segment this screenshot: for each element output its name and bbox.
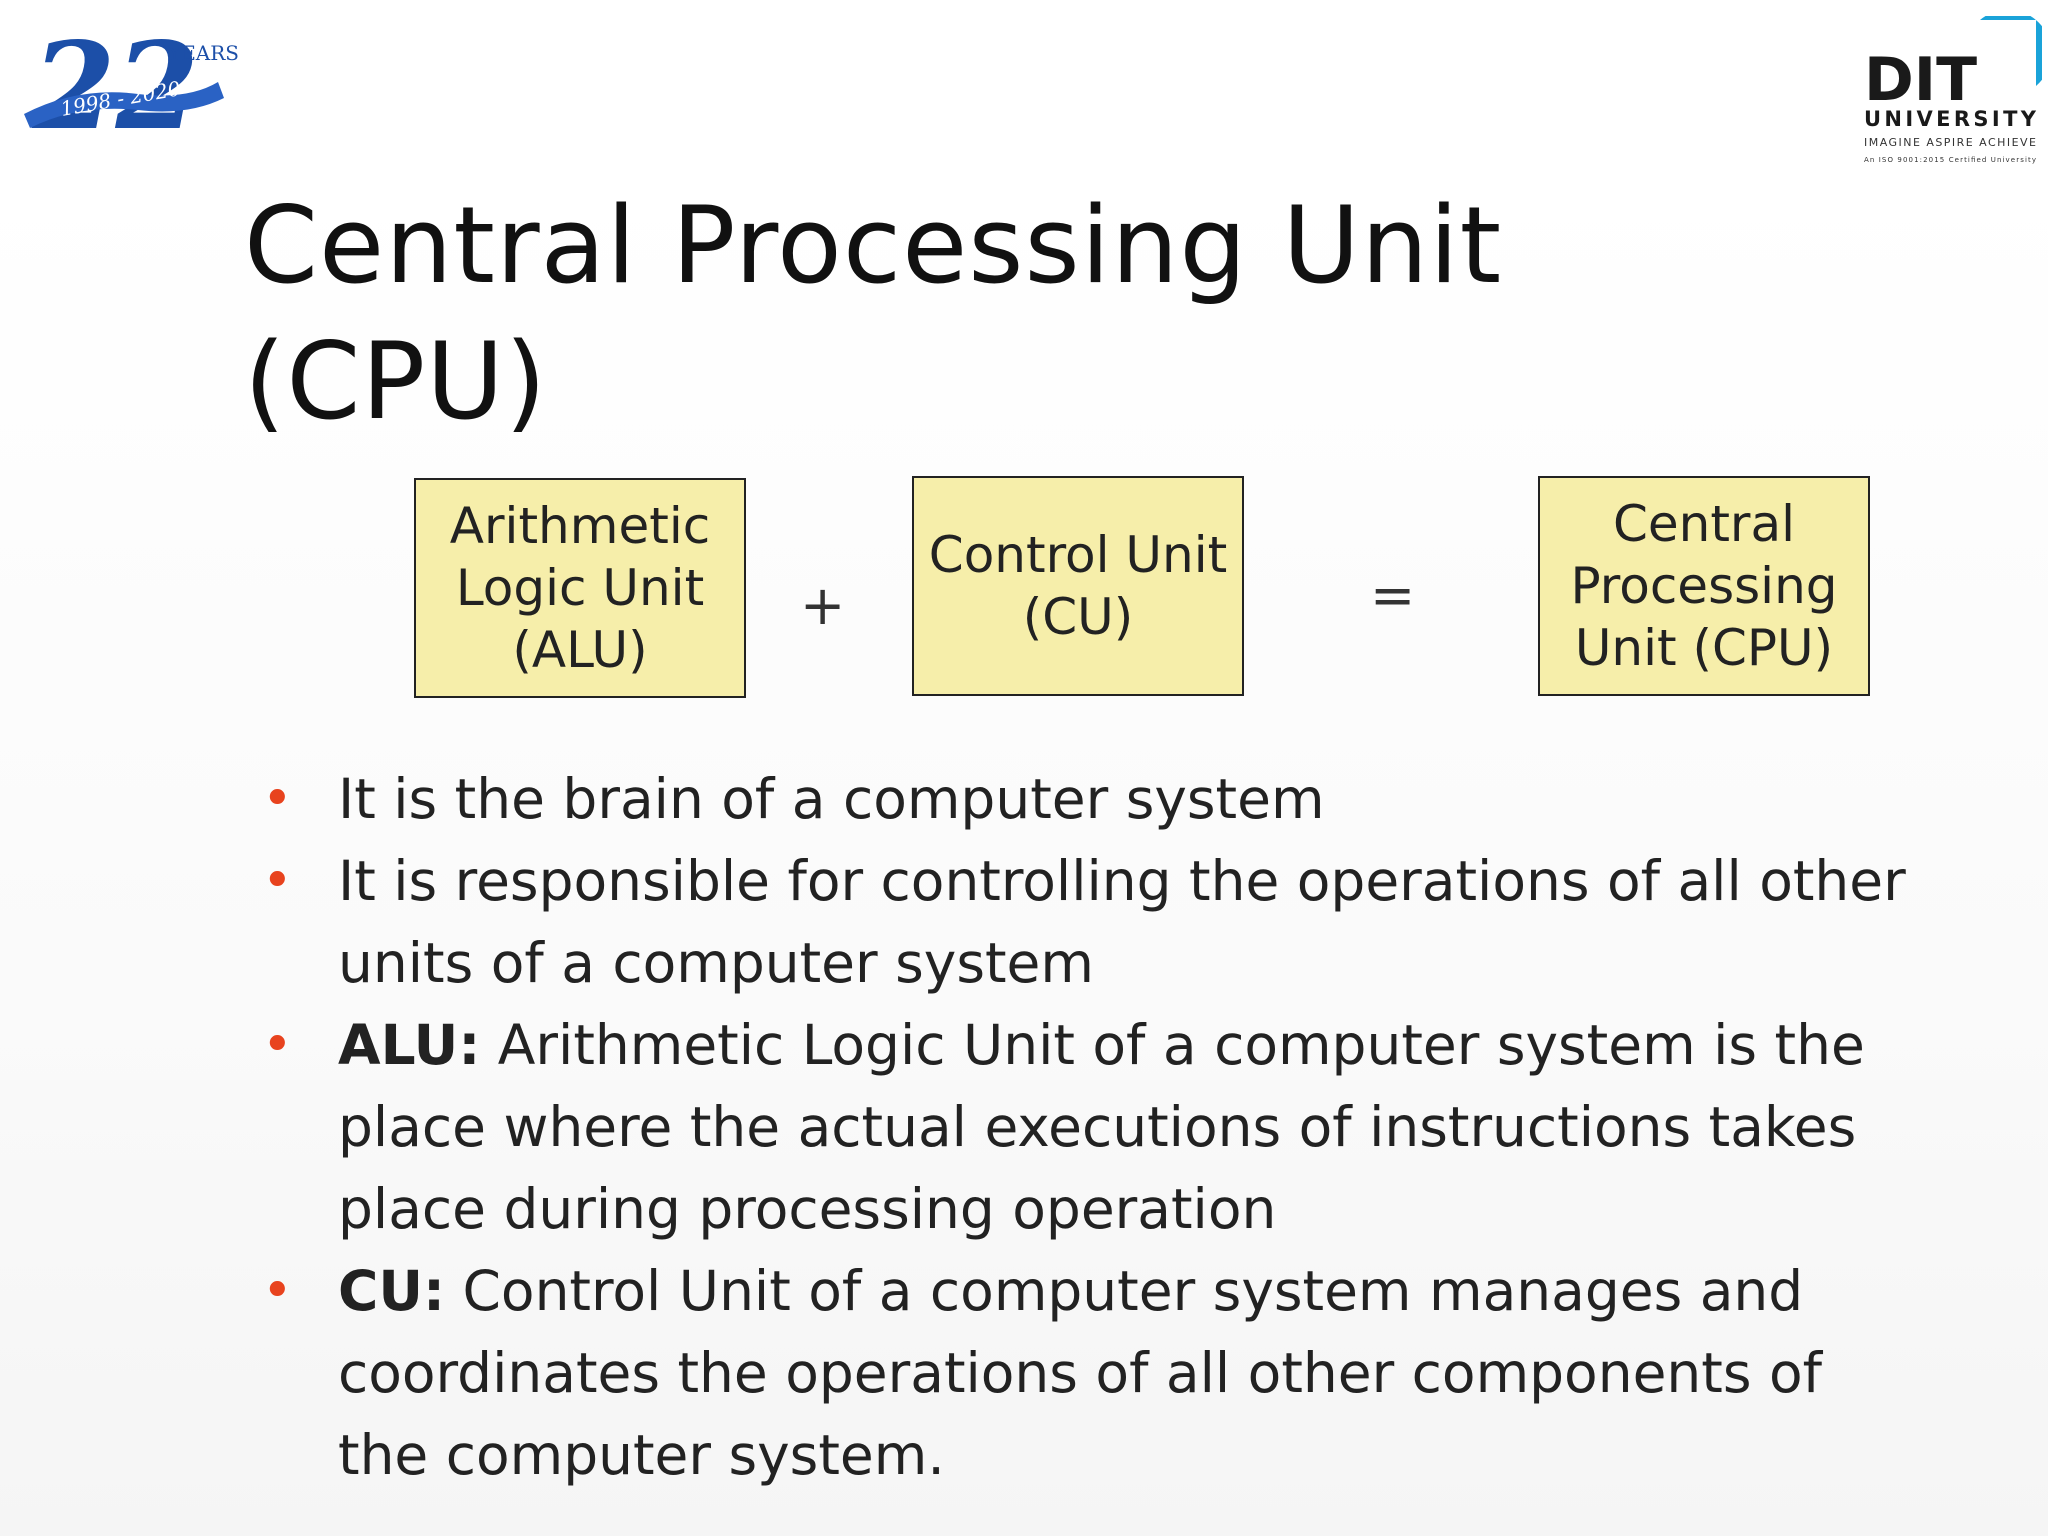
bullet-text: It is the brain of a computer system — [338, 767, 1325, 831]
slide-background — [0, 180, 2048, 1536]
bullet-term: CU: — [338, 1259, 446, 1323]
cu-box: Control Unit (CU) — [912, 476, 1244, 696]
equals-operator: = — [1370, 564, 1416, 627]
page-title: Central Processing Unit (CPU) — [244, 178, 1544, 450]
anniversary-logo-graphic: 22 1998 - 2020 YEARS — [24, 16, 239, 146]
alu-box-label: Arithmetic Logic Unit (ALU) — [449, 497, 711, 679]
cu-box-label: Control Unit (CU) — [928, 526, 1228, 646]
dit-logo-graphic: DIT UNIVERSITY IMAGINE ASPIRE ACHIEVE An… — [1864, 16, 2042, 164]
dit-logo-subtitle: UNIVERSITY — [1864, 107, 2037, 131]
dit-logo-name: DIT — [1864, 45, 1977, 115]
bullet-term: ALU: — [338, 1013, 481, 1077]
list-item: • ALU: Arithmetic Logic Unit of a comput… — [252, 1004, 1912, 1250]
anniversary-logo: 22 1998 - 2020 YEARS — [18, 16, 248, 146]
bullet-dot-icon: • — [262, 851, 293, 911]
plus-operator: + — [800, 574, 846, 637]
list-item: • CU: Control Unit of a computer system … — [252, 1250, 1912, 1496]
cpu-box: Central Processing Unit (CPU) — [1538, 476, 1870, 696]
anniversary-ribbon — [24, 82, 224, 128]
list-item: • It is responsible for controlling the … — [252, 840, 1912, 1004]
title-line-2: (CPU) — [244, 320, 548, 443]
gear-icon — [1980, 16, 2042, 86]
list-item: • It is the brain of a computer system — [252, 758, 1912, 840]
dit-logo-tagline: IMAGINE ASPIRE ACHIEVE — [1864, 136, 2036, 149]
bullet-text: Control Unit of a computer system manage… — [338, 1259, 1822, 1487]
dit-logo-certification: An ISO 9001:2015 Certified University — [1864, 156, 2036, 164]
bullet-dot-icon: • — [262, 1261, 293, 1321]
title-line-1: Central Processing Unit — [244, 184, 1503, 307]
bullet-dot-icon: • — [262, 1015, 293, 1075]
bullet-text: It is responsible for controlling the op… — [338, 849, 1906, 995]
cpu-box-label: Central Processing Unit (CPU) — [1570, 495, 1838, 677]
dit-university-logo: DIT UNIVERSITY IMAGINE ASPIRE ACHIEVE An… — [1860, 16, 2042, 176]
alu-box: Arithmetic Logic Unit (ALU) — [414, 478, 746, 698]
bullet-list: • It is the brain of a computer system •… — [252, 758, 1912, 1496]
anniversary-number: 22 — [31, 16, 199, 146]
anniversary-years-label: YEARS — [167, 41, 239, 65]
bullet-dot-icon: • — [262, 769, 293, 829]
bullet-text: Arithmetic Logic Unit of a computer syst… — [338, 1013, 1865, 1241]
